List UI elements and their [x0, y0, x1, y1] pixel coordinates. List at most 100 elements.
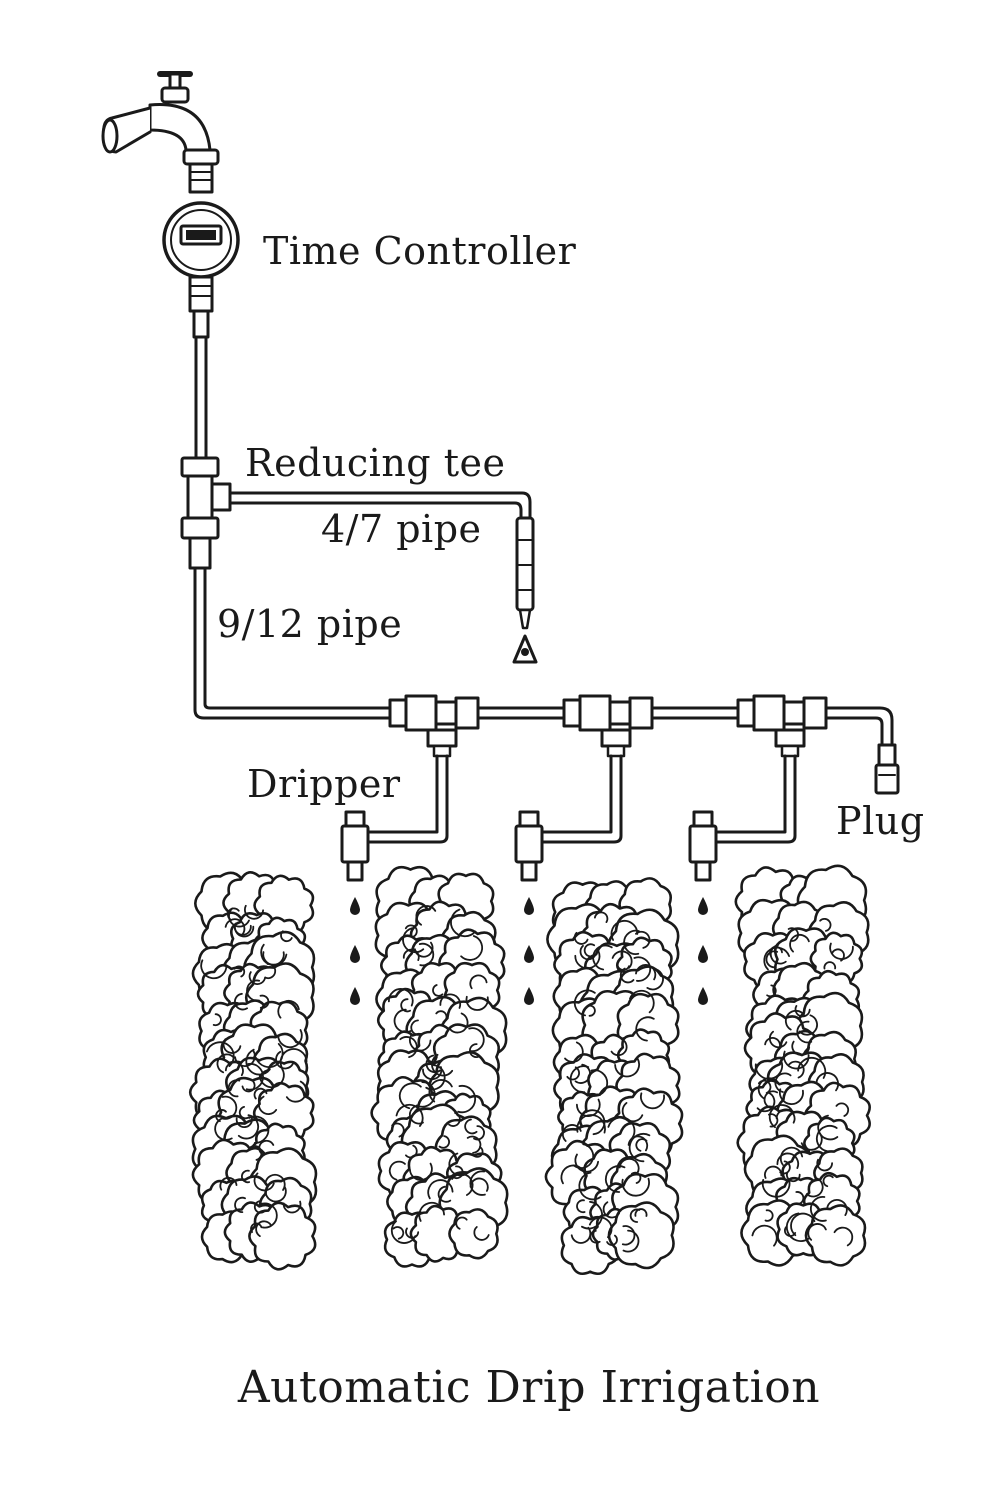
shrub-leaf-curl [588, 1216, 613, 1239]
shrub-leaf-cluster [804, 1204, 867, 1267]
shrub-leaf-curl [826, 1199, 848, 1216]
shrub-leaf-curl [619, 967, 635, 984]
shrub-leaf-curl [469, 974, 488, 990]
shrub-leaf-curl [788, 1060, 805, 1079]
shrub-leaf-curl [751, 1224, 778, 1247]
shrub-leaf-curl [616, 958, 630, 971]
shrub-leaf-curl [623, 929, 640, 955]
shrub-leaf-curl [227, 1079, 241, 1098]
shrub-leaf-curl [414, 941, 434, 958]
shrub-leaf-curl [248, 971, 266, 985]
plug-label: Plug [836, 799, 925, 843]
shrub-leaf-curl [779, 1160, 791, 1175]
drip-line [366, 754, 449, 844]
shrub-leaf-curl [422, 1066, 443, 1081]
shrub-leaf-curl [785, 1212, 810, 1242]
shrub-leaf-curl [806, 1177, 824, 1198]
shrub-leaf-curl [277, 1000, 300, 1019]
shrub-leaf-curl [576, 1199, 586, 1214]
shrub-leaf-curl [763, 1090, 778, 1109]
shrub-leaf-curl [451, 1173, 474, 1196]
shrub-leaf-curl [450, 908, 477, 938]
shrub-leaf-curl [606, 1234, 618, 1246]
shrub-row-icon [188, 871, 318, 1271]
shrub-leaf-curl [790, 1212, 816, 1237]
shrub-leaf-curl [610, 1038, 628, 1057]
shrub-leaf-curl [448, 1112, 461, 1127]
shrub-leaf-cluster [607, 1201, 675, 1270]
shrub-leaf-curl [216, 1053, 235, 1074]
shrub-leaf-curl [390, 1220, 417, 1244]
shrub-leaf-curl [432, 984, 444, 997]
shrub-leaf-curl [253, 1200, 265, 1214]
shrub-leaf-curl [763, 946, 790, 971]
shrub-leaf-curl [787, 927, 799, 942]
shrub-leaf-curl [248, 1115, 270, 1144]
shrub-leaf-curl [455, 1216, 468, 1230]
shrub-leaf-curl [775, 1108, 796, 1124]
shrub-leaf-curl [435, 1010, 448, 1023]
shrub-leaf-curl [280, 930, 293, 942]
shrub-leaf-curl [768, 1030, 788, 1049]
shrub-leaf-curl [569, 1065, 590, 1094]
shrub-leaf-curl [573, 931, 589, 945]
diagram-title: Automatic Drip Irrigation [237, 1362, 821, 1413]
shrub-leaf-curl [621, 1177, 650, 1197]
shrub-leaf-curl [769, 944, 787, 965]
main-pipe [194, 335, 208, 460]
shrub-leaf-curl [388, 1160, 406, 1181]
shrub-leaf-curl [275, 1050, 294, 1070]
shrub-leaf-curl [631, 1171, 642, 1184]
shrub-leaf-curl [829, 942, 854, 960]
shrub-leaf-curl [206, 1041, 235, 1067]
shrub-leaf-curl [391, 1122, 405, 1138]
shrub-leaf-curl [594, 911, 609, 923]
pipe-9-12-label: 9/12 pipe [217, 602, 403, 646]
shrub-leaf-curl [561, 1124, 582, 1142]
micro-sprayer-icon [512, 634, 538, 664]
shrub-leaf-curl [215, 1109, 227, 1123]
shrub-leaf-curl [815, 1125, 838, 1153]
shrub-leaf-curl [784, 1009, 806, 1031]
shrub-leaf-curl [221, 1095, 238, 1120]
shrub-leaf-curl [234, 992, 248, 1011]
shrub-leaf-curl [622, 1229, 640, 1253]
shrub-leaf-curl [464, 1118, 478, 1135]
shrub-leaf-curl [425, 1054, 441, 1074]
shrub-leaf-curl [576, 1098, 601, 1117]
barbed-tee [388, 694, 480, 758]
shrub-leaf-curl [219, 1176, 238, 1191]
shrub-leaf-curl [756, 1091, 776, 1113]
shrub-leaf-curl [589, 1229, 601, 1244]
shrub-leaf-curl [253, 1087, 268, 1100]
reducing-tee-icon [180, 456, 232, 570]
time-controller-label: Time Controller [263, 229, 577, 273]
timer-icon [162, 201, 240, 339]
shrub-leaf-curl [246, 979, 261, 1002]
shrub-leaf-curl [200, 959, 228, 980]
shrub-leaf-curl [469, 1177, 489, 1192]
shrub-leaf-curl [405, 1144, 418, 1159]
shrub-leaf-curl [405, 1227, 420, 1239]
shrub-leaf-curl [409, 1162, 433, 1181]
shrub-leaf-curl [234, 1049, 256, 1067]
barbed-tee [562, 694, 654, 758]
shrub-leaf-curl [264, 1185, 287, 1203]
shrub-leaf-curl [418, 942, 435, 967]
dripper-icon [340, 810, 370, 882]
shrub-leaf-curl [566, 1066, 580, 1081]
shrub-leaf-curl [233, 965, 246, 978]
shrub-leaf-curl [761, 1179, 791, 1198]
shrub-leaf-curl [614, 1057, 640, 1078]
shrub-leaf-curl [472, 1146, 484, 1158]
shrub-leaf-curl [255, 1043, 284, 1068]
shrub-leaf-curl [833, 1226, 854, 1247]
shrub-leaf-curl [285, 1080, 308, 1103]
shrub-leaf-curl [415, 905, 437, 926]
shrub-leaf-curl [611, 950, 633, 969]
shrub-leaf-curl [409, 1104, 424, 1125]
shrub-leaf-curl [766, 984, 777, 998]
shrub-leaf-curl [607, 1116, 636, 1141]
shrub-leaf-curl [431, 1053, 454, 1077]
